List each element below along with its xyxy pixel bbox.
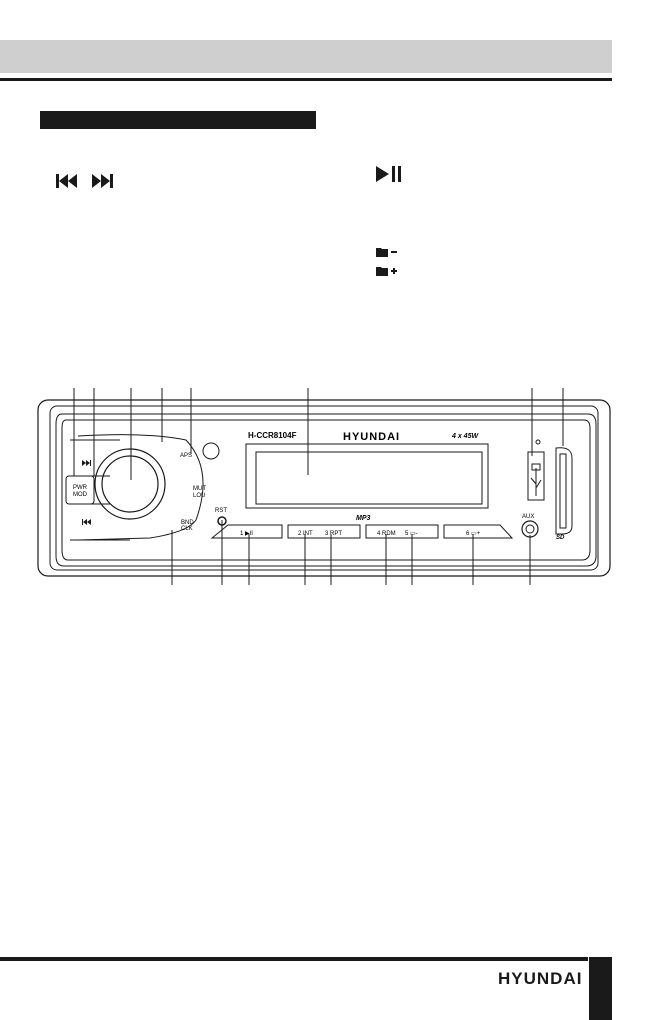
play-pause-icon xyxy=(376,166,401,182)
rst-label: RST xyxy=(215,508,227,514)
pwr-button xyxy=(65,475,95,505)
preset-1-label: 1 ▶II xyxy=(240,531,253,537)
display-outer xyxy=(245,443,489,509)
sd-slot-opening xyxy=(559,453,567,529)
preset-6-label: 6 ▭+ xyxy=(466,531,481,537)
volume-knob xyxy=(101,455,159,513)
section-heading-bar xyxy=(40,111,316,129)
mod-label: MOD xyxy=(73,492,88,498)
usb-port xyxy=(527,451,545,501)
folder-plus-icon xyxy=(376,267,397,276)
aux-jack-inner xyxy=(525,524,535,534)
preset-button-2-3 xyxy=(287,524,361,539)
footer-brand: HYUNDAI xyxy=(498,969,583,988)
pwr-label: PWR xyxy=(73,485,88,491)
header-band xyxy=(0,40,612,73)
prev-button-icon xyxy=(82,519,91,525)
faceplate xyxy=(55,413,597,567)
page-tab xyxy=(589,957,612,1020)
usb-icon xyxy=(530,463,542,496)
preset-5-label: 5 ▭- xyxy=(405,531,418,537)
preset-2-label: 2 INT xyxy=(298,531,313,537)
mp3-logo: MP3 xyxy=(356,515,371,522)
preset-4-label: 4 RDM xyxy=(377,531,396,537)
inner-frame xyxy=(49,405,599,571)
aux-label: AUX xyxy=(522,514,534,520)
head-unit-diagram: H-CCR8104F HYUNDAI 4 x 45W MP3 APS PWR M… xyxy=(37,388,611,585)
model-label: H-CCR8104F xyxy=(248,431,297,440)
preset-button-1 xyxy=(210,524,283,539)
sd-label: SD xyxy=(556,535,565,541)
preset-3-label: 3 RPT xyxy=(325,531,342,537)
faceplate-edge xyxy=(61,419,591,561)
sd-slot xyxy=(555,447,573,535)
knob-panel xyxy=(77,434,204,541)
usb-led xyxy=(535,439,541,445)
lou-label: LOU xyxy=(193,493,205,499)
outer-frame xyxy=(37,399,611,577)
header-rule xyxy=(0,78,612,81)
preset-button-4-5 xyxy=(365,524,439,539)
next-button-icon xyxy=(82,460,91,466)
aux-jack xyxy=(521,520,539,538)
display xyxy=(255,451,483,505)
aps-label: APS xyxy=(180,453,192,459)
footer-rule xyxy=(0,957,588,961)
volume-knob-ring xyxy=(94,448,166,520)
folder-minus-icon xyxy=(376,248,397,257)
prev-next-icon xyxy=(56,174,113,188)
reset-button xyxy=(217,516,227,526)
clk-label: CLK xyxy=(181,526,193,532)
power-label: 4 x 45W xyxy=(451,433,479,440)
device-brand-logo: HYUNDAI xyxy=(343,431,400,443)
preset-button-6 xyxy=(443,524,514,539)
ir-sensor xyxy=(202,442,220,460)
bnd-label: BND xyxy=(181,520,194,526)
mut-label: MUT xyxy=(193,486,206,492)
